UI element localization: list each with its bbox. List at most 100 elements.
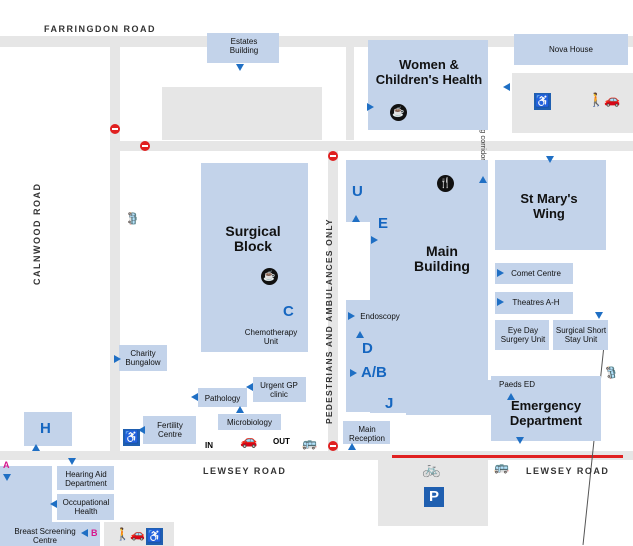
estates-building[interactable] [207, 33, 279, 63]
chemotherapy-label: Chemotherapy Unit [244, 328, 298, 346]
arrow-ab [350, 369, 357, 377]
urgent-gp-clinic-label: Urgent GP clinic [260, 381, 298, 399]
comet-centre[interactable] [495, 263, 573, 284]
microbiology[interactable] [218, 414, 281, 430]
hearing-aid-dept-label: Hearing Aid Department [65, 470, 107, 488]
right-car-area [512, 73, 633, 133]
occupational-health-label: Occupational Health [62, 498, 110, 516]
arrow-endoscopy [348, 312, 355, 320]
st-marys-wing-label: St Mary's Wing [520, 191, 578, 221]
entrance-h: H [40, 420, 51, 437]
fertility-centre[interactable] [143, 416, 196, 444]
out-label: OUT [273, 437, 290, 446]
left-access [346, 40, 354, 140]
bus-icon: 🚌 [302, 436, 317, 450]
bus-icon: 🚌 [127, 211, 140, 226]
bus-icon: 🚌 [605, 364, 620, 381]
arrow-charity [114, 355, 121, 363]
surgical-short-stay-label: Surgical Short Stay Unit [555, 326, 607, 344]
surgical-short-stay[interactable] [553, 320, 608, 350]
charity-bungalow-label: Charity Bungalow [125, 349, 161, 367]
lewsey-road [0, 451, 633, 460]
theatres[interactable] [495, 292, 573, 314]
surgical-block-label: Surgical Block [225, 223, 281, 254]
disabled-parking-icon: ♿ [146, 528, 163, 545]
womens-childrens-health-label: Women & Children's Health [375, 57, 483, 87]
hearing-aid-dept[interactable] [57, 466, 114, 490]
arrow-urgent [246, 383, 253, 391]
lewsey-road-label-left: LEWSEY ROAD [203, 466, 287, 476]
inner-road [110, 141, 633, 151]
entrance-e: E [378, 215, 389, 232]
building-h[interactable] [24, 412, 72, 446]
occupational-health[interactable] [57, 494, 114, 520]
bicycle-icon: 🚲 [422, 461, 441, 478]
pathology-label: Pathology [204, 394, 241, 403]
farringdon-road [0, 36, 633, 47]
surgical-block[interactable] [201, 163, 308, 352]
restaurant-icon: 🍴 [437, 175, 454, 192]
main-reception-label: Main Reception [348, 425, 386, 443]
arrow-u [352, 215, 360, 222]
drop-off-icon: 🚶🚗 [115, 527, 145, 541]
st-marys-wing[interactable] [495, 160, 606, 250]
red-boundary-line [392, 455, 623, 458]
farringdon-road-label: FARRINGDON ROAD [44, 24, 156, 34]
arrow-microbiology [236, 406, 244, 413]
arrow-d [356, 331, 364, 338]
calnwood-road-label: CALNWOOD ROAD [32, 182, 42, 286]
cafe-icon: ☕ [390, 104, 407, 121]
car-icon: 🚗 [240, 432, 258, 448]
entrance-c: C [283, 303, 294, 320]
in-label: IN [205, 441, 213, 450]
calnwood-road [110, 36, 120, 456]
breast-screening-label: Breast Screening Centre [14, 527, 76, 545]
entrance-u: U [352, 183, 363, 200]
bus-icon: 🚌 [494, 460, 509, 474]
womens-childrens-health[interactable] [368, 40, 488, 130]
arrow-h [32, 444, 40, 451]
pathology[interactable] [198, 388, 247, 407]
no-entry-icon [328, 441, 338, 451]
emergency-department-label: Emergency Department [509, 398, 583, 428]
charity-bungalow[interactable] [119, 345, 167, 371]
arrow-main-reception [348, 443, 356, 450]
arrow-surgical-short [595, 312, 603, 319]
no-entry-icon [328, 151, 338, 161]
arrow-e [371, 236, 378, 244]
arrow-st-marys [546, 156, 554, 163]
nova-house[interactable] [514, 34, 628, 65]
disabled-parking-icon: ♿ [534, 93, 551, 110]
eye-day-surgery-label: Eye Day Surgery Unit [500, 326, 546, 344]
endoscopy[interactable] [355, 308, 404, 324]
eye-day-surgery[interactable] [495, 320, 549, 350]
main-reception[interactable] [343, 421, 390, 444]
entrance-ab: A/B [361, 364, 387, 381]
pedestrians-label: PEDESTRIANS AND AMBULANCES ONLY [324, 218, 334, 424]
endoscopy-label: Endoscopy [360, 312, 400, 321]
arrow-connecting [479, 176, 487, 183]
lewsey-road-label-right: LEWSEY ROAD [526, 466, 610, 476]
arrow-fertility [138, 426, 145, 434]
car-park-area [162, 87, 322, 140]
arrow-comet [497, 269, 504, 277]
arrow-estates [236, 64, 244, 71]
emergency-department[interactable] [491, 376, 601, 441]
fertility-centre-label: Fertility Centre [157, 421, 183, 439]
urgent-gp-clinic[interactable] [253, 377, 306, 402]
disabled-parking-icon: ♿ [123, 429, 140, 446]
marker-a: A [3, 460, 10, 470]
arrow-a [3, 474, 11, 481]
arrow-pathology [191, 393, 198, 401]
estates-building-label: Estates Building [229, 37, 259, 55]
arrow-occupational [50, 500, 57, 508]
arrow-womens [367, 103, 374, 111]
cafe-icon-surgical: ☕ [261, 268, 278, 285]
parking-icon: P [424, 487, 444, 507]
paeds-ed-label: Paeds ED [498, 380, 536, 389]
theatres-label: Theatres A-H [512, 298, 560, 307]
arrow-emergency [516, 437, 524, 444]
no-entry-icon [140, 141, 150, 151]
comet-centre-label: Comet Centre [511, 269, 561, 278]
no-entry-icon [110, 124, 120, 134]
